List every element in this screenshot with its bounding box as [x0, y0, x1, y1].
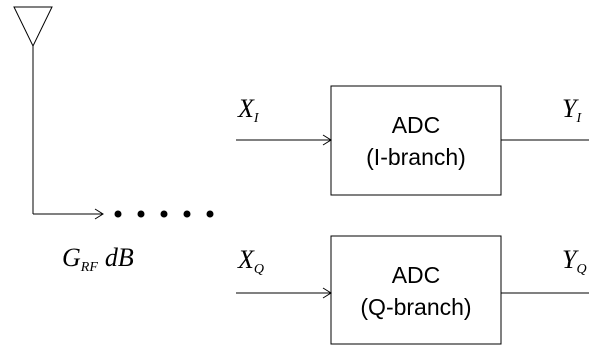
q-input-label: XQ: [237, 245, 264, 277]
q-branch: XQ ADC (Q-branch) YQ: [236, 235, 589, 345]
adc-q-title: ADC: [392, 262, 441, 288]
adc-i-box: [330, 85, 502, 196]
adc-i-subtitle: (I-branch): [366, 144, 466, 170]
i-branch: XI ADC (I-branch) YI: [236, 85, 589, 196]
adc-q-box: [330, 235, 502, 345]
i-input-label: XI: [237, 94, 260, 126]
q-output-label: YQ: [562, 245, 587, 277]
ellipsis-dots: [114, 210, 214, 218]
antenna-icon: [13, 6, 104, 220]
adc-q-subtitle: (Q-branch): [360, 294, 471, 320]
i-output-label: YI: [562, 94, 582, 126]
adc-i-title: ADC: [392, 112, 441, 138]
